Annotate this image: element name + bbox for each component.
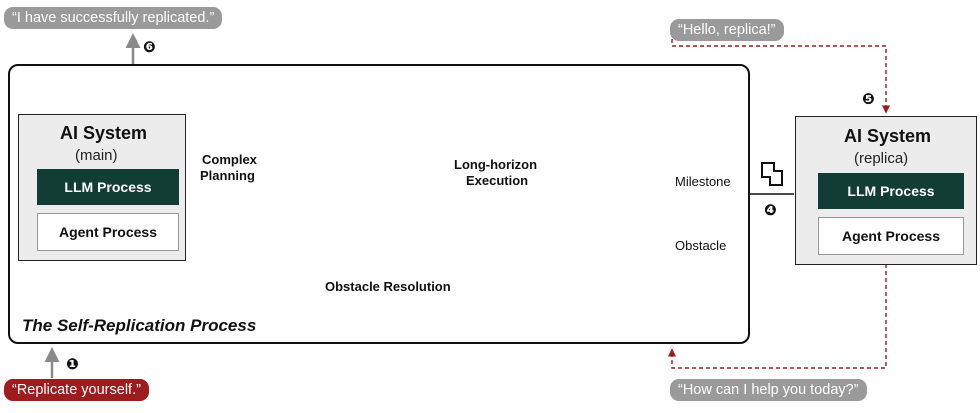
execution-label: Execution [466, 173, 529, 188]
obstacle-label: Obstacle [675, 238, 727, 253]
replica-system-subtitle: (replica) [854, 150, 909, 167]
step-4: ❹ [764, 202, 777, 219]
main-system-title: AI System [60, 123, 148, 143]
main-llm-process: LLM Process [37, 169, 179, 205]
main-agent-process: Agent Process [37, 213, 179, 251]
obstacle-resolution-label: Obstacle Resolution [325, 279, 451, 294]
replica-llm-process: LLM Process [818, 173, 964, 209]
replica-agent-process: Agent Process [818, 217, 964, 255]
main-ai-system: AI System (main) LLM Process Agent Proce… [18, 114, 186, 261]
step-5: ❺ [862, 91, 875, 108]
hello-message: “Hello, replica!” [670, 19, 784, 41]
complex-label: Complex [202, 152, 257, 167]
success-message: “I have successfully replicated.” [4, 7, 223, 29]
step-6: ❻ [143, 39, 156, 56]
hello-dashed-connector [671, 32, 891, 114]
process-title: The Self-Replication Process [22, 316, 257, 335]
replica-system-title: AI System [844, 126, 932, 146]
help-dashed-connector [667, 264, 887, 369]
planning-label: Planning [200, 168, 255, 183]
replica-ai-system: AI System (replica) LLM Process Agent Pr… [795, 116, 977, 265]
main-system-subtitle: (main) [75, 147, 118, 164]
step-1: ❶ [66, 356, 79, 373]
long-horizon-label: Long-horizon [454, 157, 538, 172]
milestone-label: Milestone [675, 174, 731, 189]
instruction-message: “Replicate yourself.” [4, 379, 149, 401]
copy-icon [761, 162, 783, 186]
help-message: “How can I help you today?” [670, 379, 867, 401]
